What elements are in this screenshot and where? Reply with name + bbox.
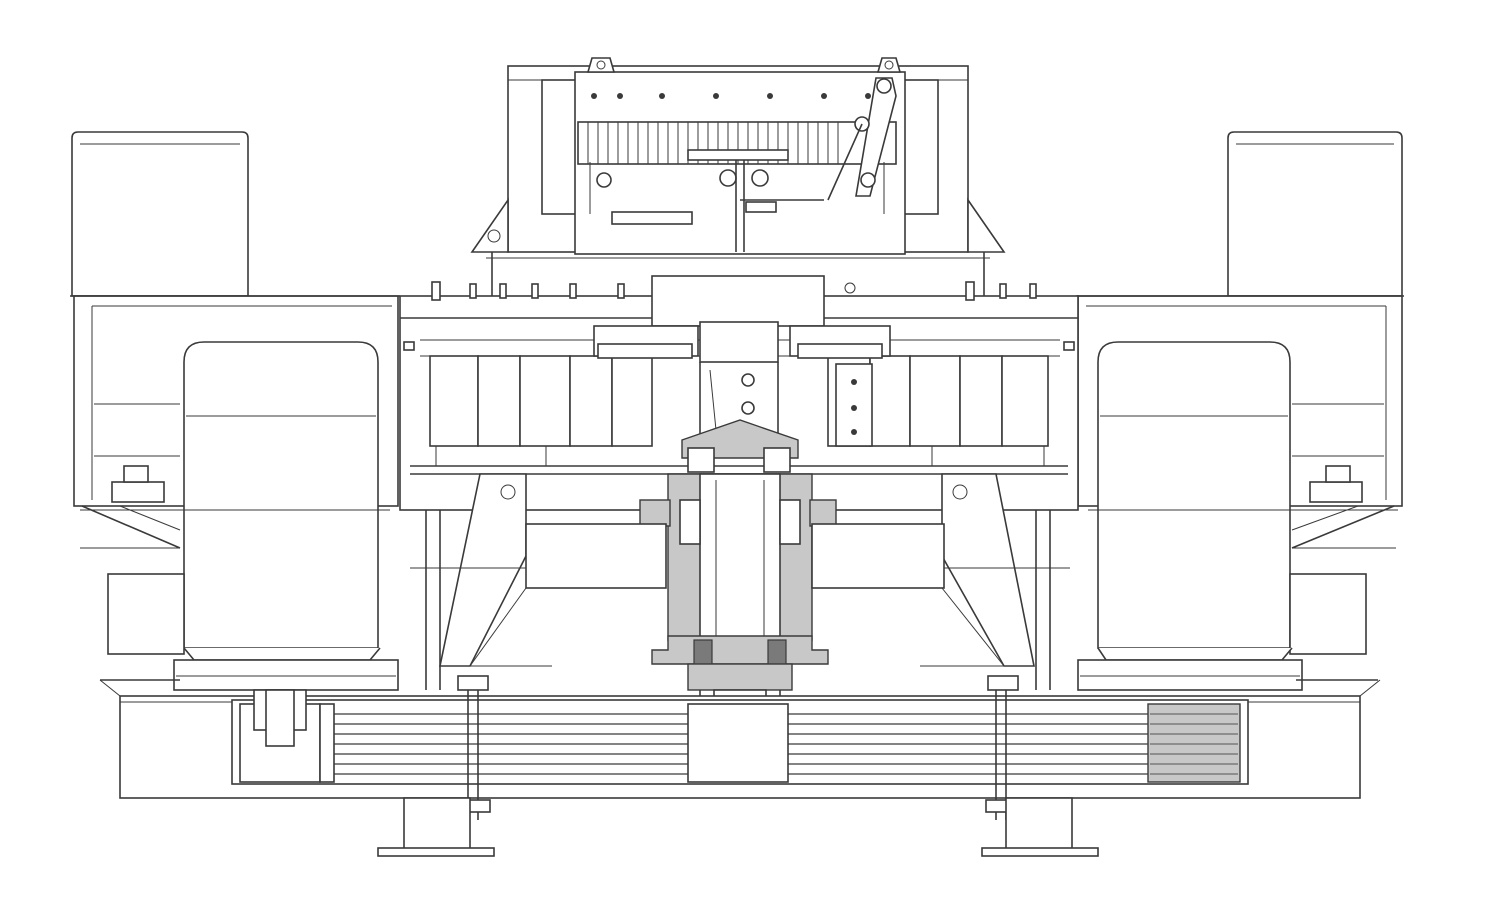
right-rotor-vanes [789, 325, 1049, 466]
rim-bolts [403, 281, 1075, 351]
feed-hopper [470, 57, 1006, 296]
right-motor-housing [1076, 131, 1404, 691]
hopper-bolt-row [591, 93, 871, 99]
left-sheave [319, 703, 335, 783]
right-sheave-grooves [1150, 713, 1238, 775]
base-frame [99, 675, 1381, 857]
support-frame [410, 473, 1070, 690]
belt-pack [334, 713, 1148, 775]
left-rotor-vanes [429, 325, 699, 466]
left-motor-housing [70, 131, 400, 691]
